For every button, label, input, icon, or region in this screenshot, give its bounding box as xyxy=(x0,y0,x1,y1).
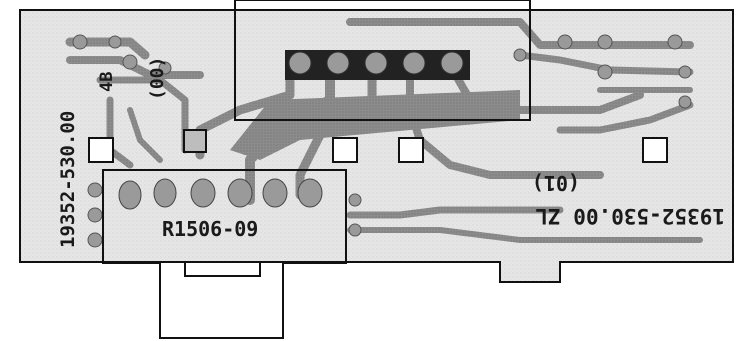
bottom-connector-pins xyxy=(118,178,323,210)
revision-left: (00) xyxy=(147,57,168,100)
round-pads xyxy=(72,34,692,248)
part-number-mirrored: 19352-530.00 ZL xyxy=(535,204,725,228)
top-connector-pins xyxy=(285,50,470,80)
top-connector-outline xyxy=(234,0,531,121)
copper-pour xyxy=(230,90,520,160)
part-number-vertical: 19352-530.00 xyxy=(57,111,79,248)
connector-tab-notch xyxy=(184,262,261,277)
revision-right: (01) xyxy=(532,171,580,195)
connector-label: R1506-09 xyxy=(162,217,258,241)
connector-tab-body xyxy=(159,261,284,339)
marking-4b: 4B xyxy=(97,72,117,92)
square-pads xyxy=(88,129,668,163)
